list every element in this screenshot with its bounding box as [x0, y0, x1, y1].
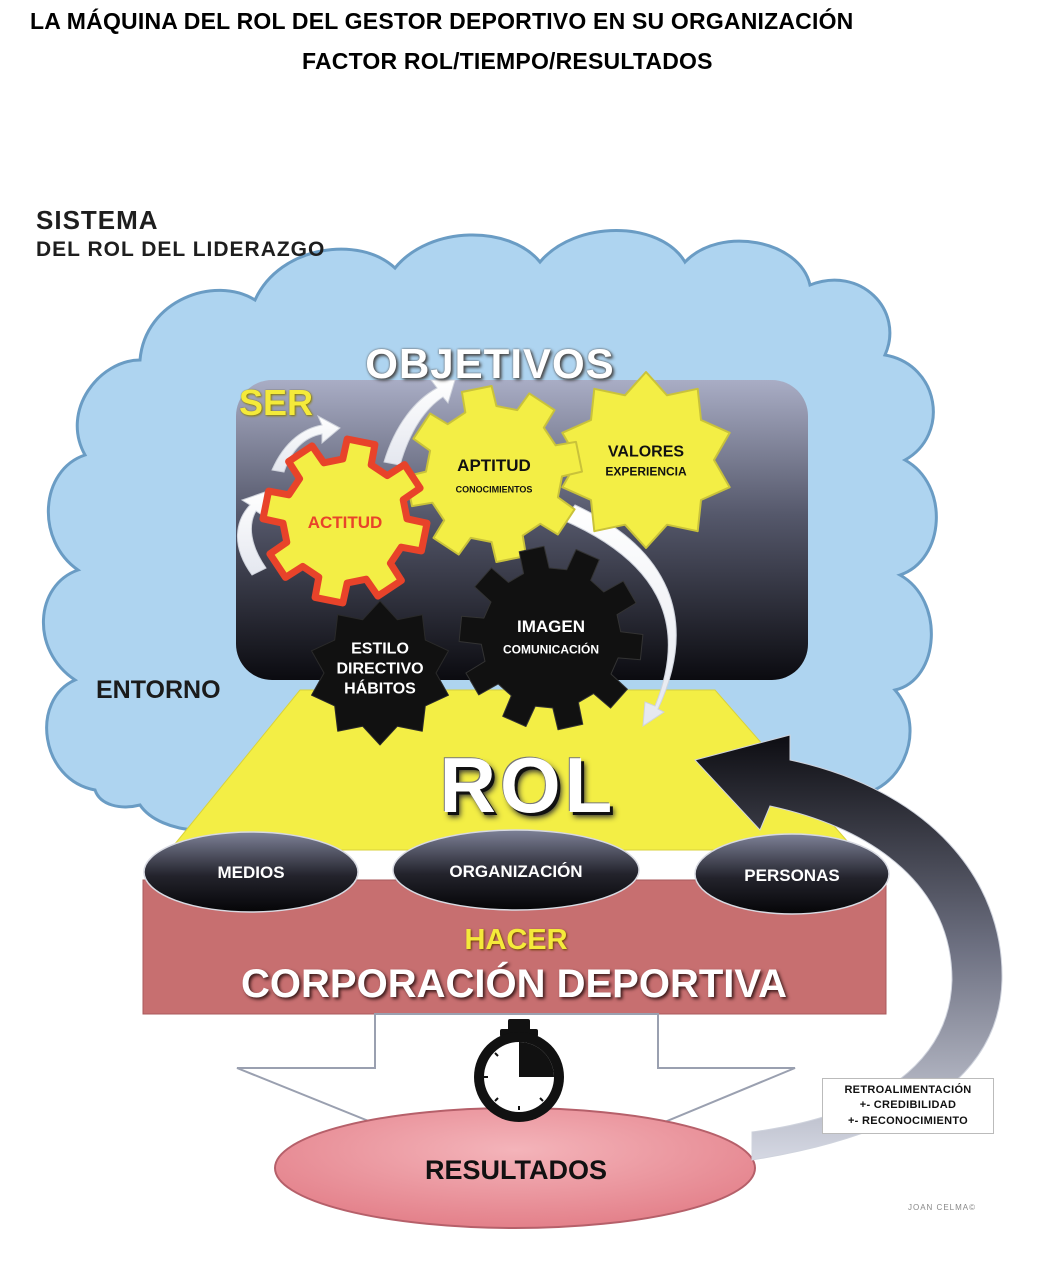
pillar-organizacion-label: ORGANIZACIÓN	[449, 862, 583, 882]
ser-label: SER	[238, 382, 314, 424]
gear-actitud-shape	[259, 435, 431, 607]
gear-estilo-label-1: ESTILO	[351, 640, 409, 658]
pillar-medios-label: MEDIOS	[217, 863, 285, 883]
page-title: LA MÁQUINA DEL ROL DEL GESTOR DEPORTIVO …	[30, 8, 854, 34]
objetivos-label: OBJETIVOS	[365, 339, 615, 387]
gear-imagen-shape	[458, 545, 644, 731]
gear-valores-shape	[561, 371, 731, 549]
feedback-line-2: +- CREDIBILIDAD	[859, 1099, 957, 1112]
pillar-personas-label: PERSONAS	[744, 866, 840, 886]
environment-label: ENTORNO	[96, 676, 221, 704]
system-title: SISTEMA	[36, 205, 159, 235]
gear-aptitud-sublabel: CONOCIMIENTOS	[455, 484, 533, 495]
results-label: RESULTADOS	[425, 1154, 607, 1185]
system-subtitle: DEL ROL DEL LIDERAZGO	[36, 238, 326, 261]
gear-actitud-label: ACTITUD	[307, 513, 383, 533]
page-subtitle: FACTOR ROL/TIEMPO/RESULTADOS	[302, 48, 713, 74]
gears-group	[259, 371, 731, 746]
corporation-name: CORPORACIÓN DEPORTIVA	[241, 962, 787, 1006]
feedback-line-3: +- RECONOCIMIENTO	[847, 1114, 969, 1127]
gear-imagen-sublabel: COMUNICACIÓN	[503, 642, 599, 657]
stopwatch-icon	[474, 1019, 564, 1122]
pillar-personas	[694, 833, 890, 915]
gear-aptitud-shape	[405, 385, 583, 563]
hacer-label: HACER	[464, 923, 568, 956]
gear-valores-label: VALORES	[607, 443, 685, 461]
author-credit: JOAN CELMA©	[908, 1203, 977, 1212]
rol-label: ROL	[439, 741, 617, 830]
gear-estilo-shape	[311, 600, 449, 746]
gear-estilo-label-3: HÁBITOS	[344, 680, 416, 698]
gear-valores-sublabel: EXPERIENCIA	[605, 464, 687, 479]
gear-aptitud-label: APTITUD	[457, 456, 531, 476]
pillar-medios	[143, 831, 359, 913]
feedback-arrow	[694, 734, 1003, 1161]
feedback-line-1: RETROALIMENTACIÓN	[844, 1083, 972, 1096]
pillar-organizacion	[392, 829, 640, 911]
feedback-box: RETROALIMENTACIÓN +- CREDIBILIDAD +- REC…	[822, 1078, 994, 1134]
gear-imagen-label: IMAGEN	[517, 617, 585, 637]
gear-estilo-label-2: DIRECTIVO	[336, 660, 424, 678]
